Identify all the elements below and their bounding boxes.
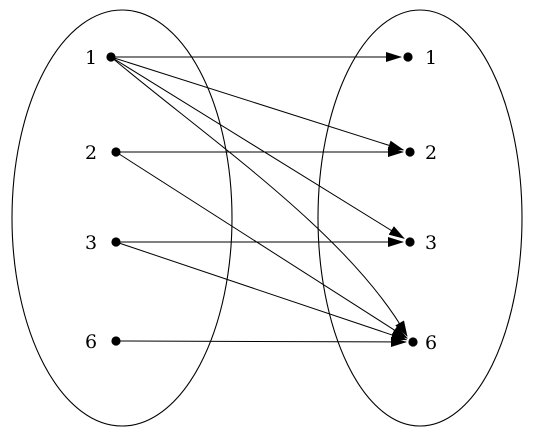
arrow-1-to-6 — [110, 56, 408, 337]
relation-arrows — [110, 52, 408, 347]
codomain-node-3-label: 3 — [425, 232, 437, 254]
codomain-node-6-label: 6 — [425, 332, 437, 354]
arrow-6-to-6 — [115, 336, 407, 347]
domain-node-3-dot — [111, 237, 121, 247]
codomain-node-3-dot — [405, 237, 415, 247]
codomain-node-1-dot — [403, 52, 413, 62]
domain-set-ellipse — [11, 9, 233, 427]
domain-node-1-label: 1 — [85, 47, 97, 69]
arrow-3-to-6 — [115, 241, 408, 341]
codomain-node-1-label: 1 — [425, 47, 437, 69]
domain-node-1-dot — [106, 52, 116, 62]
arrow-1-to-2 — [110, 56, 405, 151]
domain-elements: 1 2 3 6 — [85, 47, 121, 353]
domain-node-3-label: 3 — [85, 232, 97, 254]
domain-node-2-label: 2 — [85, 142, 97, 164]
arrow-1-to-3 — [110, 56, 405, 239]
codomain-elements: 1 2 3 6 — [403, 47, 437, 354]
domain-node-6-label: 6 — [85, 331, 97, 353]
codomain-set-ellipse — [317, 9, 523, 427]
domain-node-2-dot — [111, 147, 121, 157]
codomain-node-2-dot — [405, 147, 415, 157]
domain-node-6-dot — [111, 336, 121, 346]
codomain-node-2-label: 2 — [425, 142, 437, 164]
codomain-node-6-dot — [408, 337, 418, 347]
arrow-2-to-6 — [115, 151, 408, 339]
